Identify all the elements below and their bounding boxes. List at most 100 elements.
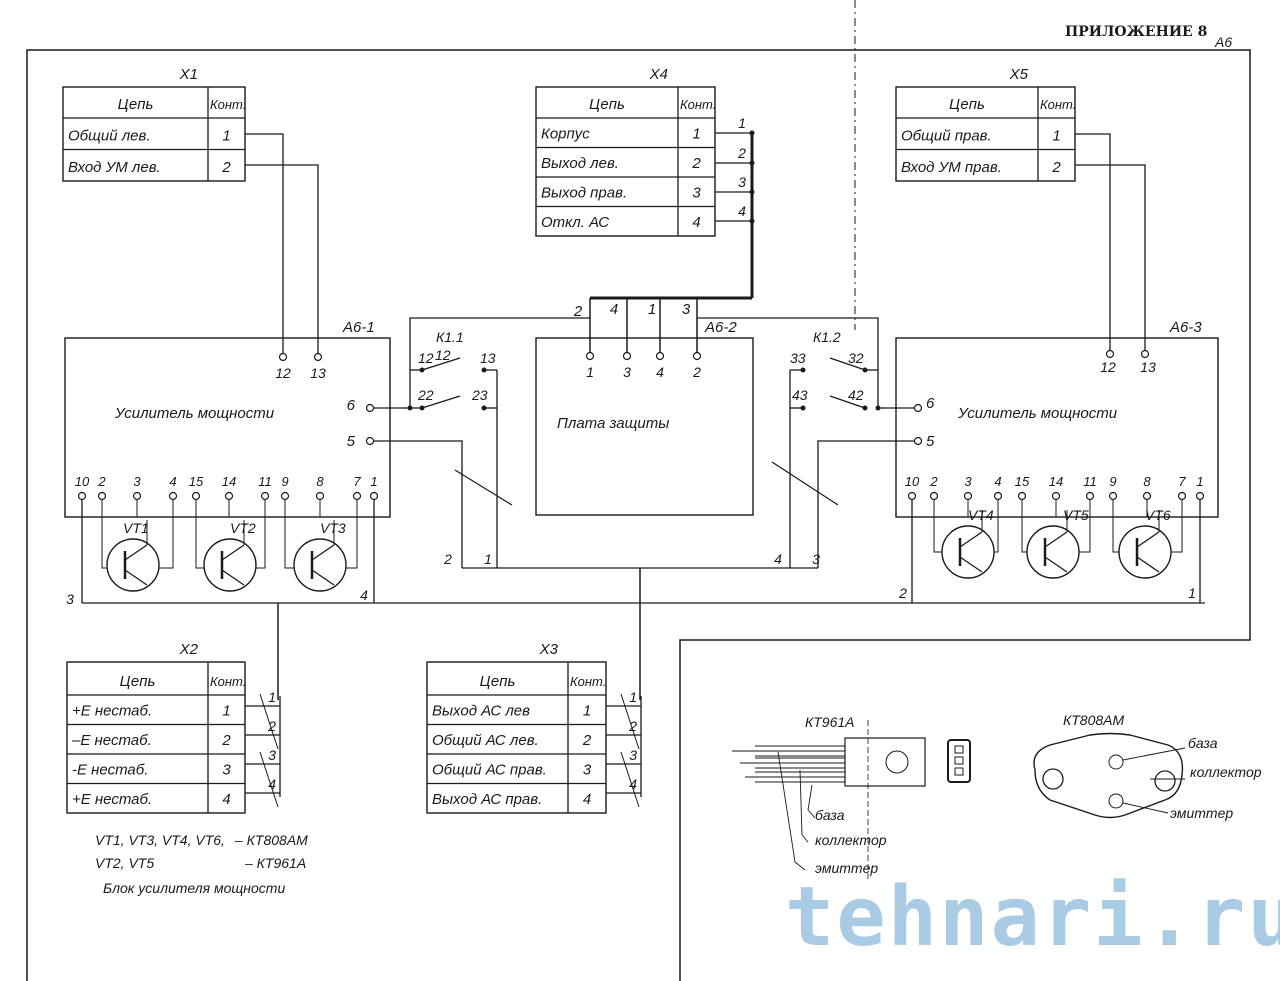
pin-name-emitter: эмиттер (815, 860, 878, 876)
transistor-label: VT6 (1145, 507, 1171, 523)
block-a6-2 (535, 337, 754, 516)
bottom-pin-label: 4 (994, 474, 1001, 489)
relay-contact: 12 (435, 347, 451, 363)
wire-pair-mark (620, 751, 640, 808)
pin-terminal (1017, 491, 1027, 501)
pin-terminal (907, 491, 917, 501)
transistor-symbol (1118, 525, 1172, 579)
pin-label: 6 (926, 395, 935, 412)
block-caption: Блок усилителя мощности (103, 880, 285, 896)
pin-terminal (622, 351, 632, 361)
pin-terminal (1142, 491, 1152, 501)
wire (807, 784, 816, 819)
pin-name-emitter: эмиттер (1170, 805, 1233, 821)
relay-contact: 43 (792, 387, 808, 403)
wire-label: 1 (484, 551, 492, 567)
wire (1136, 556, 1160, 573)
a6-2-pin-label: 2 (692, 364, 701, 380)
x4-wire-number: 3 (738, 174, 746, 190)
wire (994, 500, 999, 553)
pin-terminal (313, 352, 323, 362)
column-header-circuit: Цепь (120, 673, 156, 690)
bottom-pin-label: 2 (929, 474, 938, 489)
pin-pad (954, 745, 964, 754)
wire (1112, 500, 1119, 553)
transistor-label: VT2 (230, 520, 256, 536)
wire (1136, 531, 1160, 548)
wire (256, 500, 266, 569)
relay-switch (421, 395, 461, 409)
pin-terminal (913, 436, 923, 446)
package-pinout-kt961a (947, 739, 971, 783)
wire (1171, 500, 1183, 553)
bus-label: 3 (682, 301, 691, 318)
pin-terminal (585, 351, 595, 361)
column-header-contact: Конт. (680, 97, 716, 112)
note-refs: VT2, VT5 (95, 855, 154, 871)
wire (311, 569, 335, 586)
column-header-contact: Конт. (1040, 97, 1076, 112)
pin-terminal (993, 491, 1003, 501)
wire-pair-mark (620, 693, 640, 750)
connector-wire-number: 2 (628, 718, 637, 734)
pin-label: 13 (1140, 359, 1156, 375)
wire (409, 317, 590, 370)
connector-wire-number: 1 (629, 689, 637, 705)
connector-label: X5 (1009, 66, 1029, 83)
wire (959, 531, 983, 548)
relay-label-k1-2: К1.2 (813, 329, 841, 345)
pin-terminal (352, 491, 362, 501)
bottom-pin-label: 10 (75, 474, 90, 489)
wire-label: 4 (360, 587, 368, 603)
bottom-pin-label: 11 (258, 474, 272, 489)
row-contact: 4 (583, 791, 591, 808)
bus-label: 4 (610, 301, 618, 318)
bottom-pin-label: 15 (1015, 474, 1030, 489)
wire-pair-mark (259, 751, 279, 808)
watermark: tehnari.ru (785, 870, 1280, 965)
wire (1021, 500, 1027, 553)
connector-wire-number: 4 (629, 776, 637, 792)
row-contact: 4 (222, 791, 230, 808)
block-a6-3 (895, 337, 1219, 518)
wire (1122, 747, 1186, 761)
column-header-contact: Конт. (210, 674, 246, 689)
column-header-contact: Конт. (210, 97, 246, 112)
pin-terminal (278, 352, 288, 362)
pin-terminal (913, 403, 923, 413)
bottom-pin-label: 7 (353, 474, 361, 489)
bottom-pin-label: 7 (1178, 474, 1186, 489)
pin-terminal (369, 491, 379, 501)
transistor-label: VT4 (968, 507, 994, 523)
junction-dot (800, 367, 806, 373)
x4-wire-number: 1 (738, 115, 746, 131)
row-circuit: Выход АС прав. (432, 791, 542, 808)
row-contact: 2 (221, 159, 231, 176)
row-circuit: Общий лев. (68, 128, 151, 145)
row-circuit: Выход лев. (541, 155, 619, 172)
pin-terminal (1085, 491, 1095, 501)
wire (933, 500, 942, 553)
pin-terminal (1140, 349, 1150, 359)
wire-label: 2 (898, 585, 907, 601)
block-title-a6-1: Усилитель мощности (114, 405, 275, 422)
connector-label: X4 (649, 66, 668, 83)
note-type: – КТ961А (244, 855, 306, 871)
wire (245, 133, 284, 353)
note-refs: VT1, VT3, VT4, VT6, (95, 832, 225, 848)
pin-terminal (1177, 491, 1187, 501)
relay-contact: 32 (848, 350, 864, 366)
appendix-title: ПРИЛОЖЕНИЕ 8 (1065, 24, 1207, 40)
row-contact: 3 (222, 762, 231, 779)
row-circuit: +Е нестаб. (72, 791, 152, 808)
relay-switch (829, 357, 866, 371)
pin-terminal (365, 403, 375, 413)
package-name-kt808am: КТ808АМ (1063, 712, 1124, 728)
wire-label: 3 (66, 591, 74, 607)
row-circuit: Общий АС лев. (432, 732, 539, 749)
row-contact: 2 (221, 732, 231, 749)
junction-dot (419, 405, 425, 411)
bottom-pin-label: 4 (169, 474, 176, 489)
wire (799, 769, 809, 843)
row-circuit: Выход АС лев (432, 703, 530, 720)
